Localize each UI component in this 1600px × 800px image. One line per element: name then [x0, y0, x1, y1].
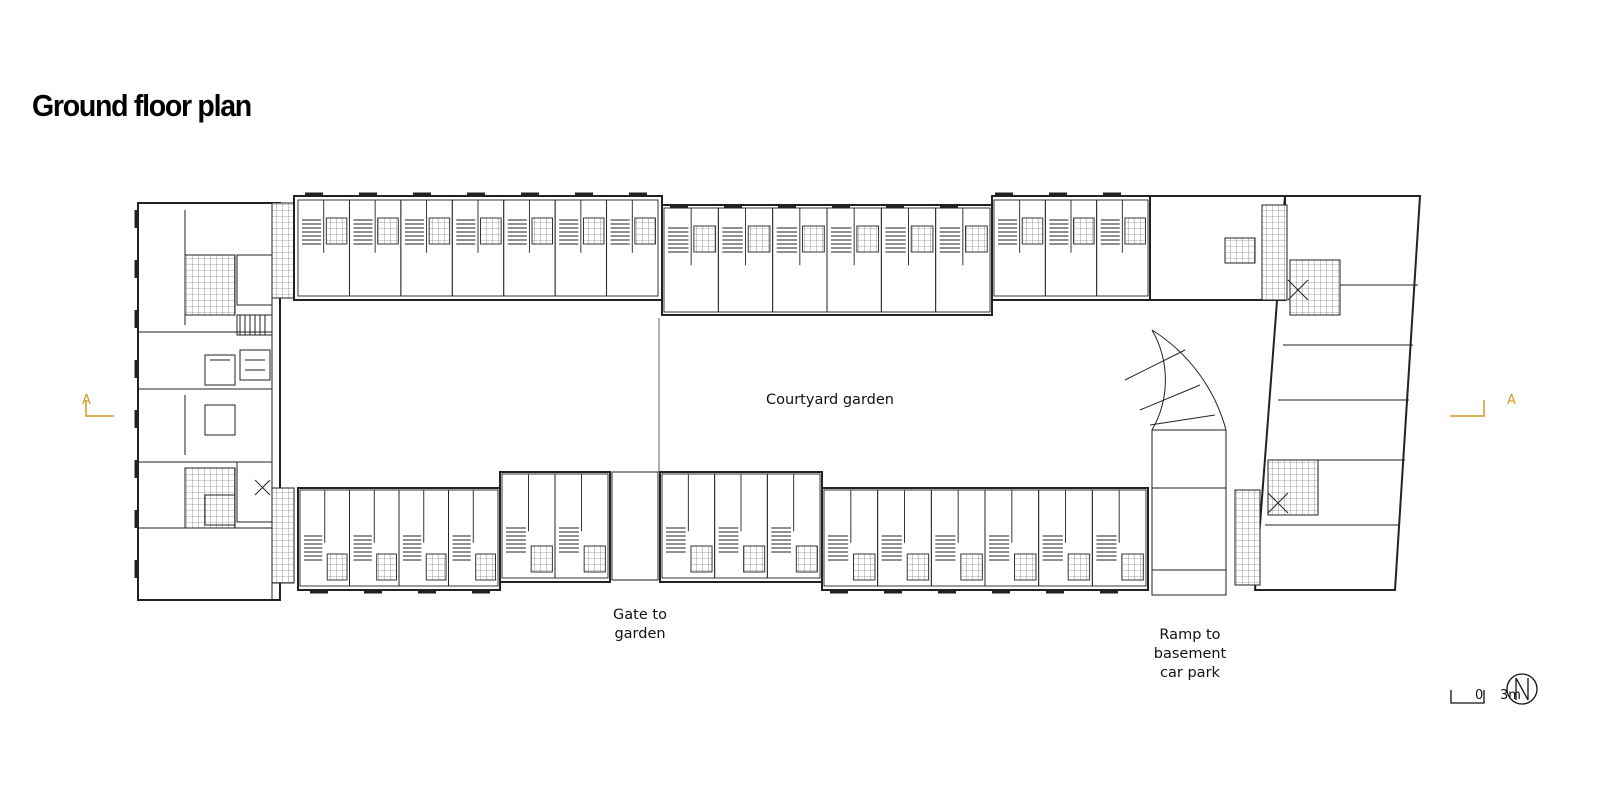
left-wing — [137, 202, 295, 601]
bathroom — [693, 225, 717, 253]
section-marker-right: A — [1507, 393, 1516, 408]
bathroom — [326, 553, 348, 581]
top-row-middle — [661, 204, 993, 316]
bathroom — [1073, 217, 1095, 245]
scale-bar — [1450, 690, 1485, 704]
ramp-label-line: basement — [1153, 646, 1227, 662]
ramp-label-line: car park — [1160, 665, 1220, 681]
bathroom — [1067, 553, 1091, 581]
bathroom — [531, 217, 554, 245]
section-cut-marker — [85, 400, 1485, 417]
scale-zero-label: 0 — [1475, 688, 1484, 703]
gate-stairs — [611, 471, 659, 581]
bathroom — [965, 225, 988, 253]
bathroom — [747, 225, 771, 253]
bathroom — [906, 553, 930, 581]
bathroom — [960, 553, 983, 581]
gate-label-line: garden — [614, 626, 666, 642]
bathroom — [475, 553, 496, 581]
right-wing — [1234, 195, 1422, 591]
section-marker-left: A — [82, 393, 91, 408]
scale-end-label: 3m — [1500, 688, 1521, 703]
gate-to-garden-label: Gate to garden — [590, 606, 690, 644]
bathroom — [743, 545, 766, 573]
bathroom — [376, 553, 397, 581]
bathroom — [425, 553, 447, 581]
ramp-to-car-park-label: Ramp to basement car park — [1130, 626, 1250, 683]
bathroom — [583, 545, 606, 573]
bathroom — [480, 217, 502, 245]
bottom-row — [297, 471, 1149, 591]
ramp-label-line: Ramp to — [1159, 627, 1221, 643]
bathroom — [853, 553, 876, 581]
page-title: Ground floor plan — [32, 88, 252, 123]
bathroom — [795, 545, 818, 573]
bathroom — [856, 225, 880, 253]
courtyard-garden-label: Courtyard garden — [766, 392, 894, 408]
bathroom — [1021, 217, 1044, 245]
bathroom — [1121, 553, 1144, 581]
bathroom — [377, 217, 399, 245]
north-arrow-icon — [1506, 673, 1538, 705]
bathroom — [1014, 553, 1037, 581]
bathroom — [582, 217, 605, 245]
bathroom — [634, 217, 656, 245]
gate-label-line: Gate to — [613, 607, 667, 623]
bathroom — [802, 225, 825, 253]
bathroom — [530, 545, 553, 573]
bathroom — [690, 545, 713, 573]
bathroom — [325, 217, 348, 245]
bathroom — [910, 225, 934, 253]
bathroom — [1124, 217, 1146, 245]
top-row-right — [991, 195, 1286, 301]
ramp — [1124, 329, 1227, 596]
bathroom — [428, 217, 451, 245]
